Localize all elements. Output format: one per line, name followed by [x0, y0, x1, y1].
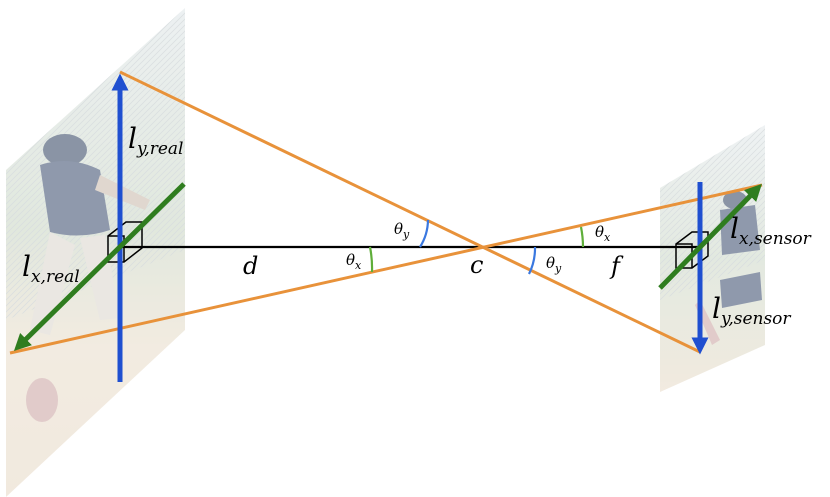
- lx-real-label: lx,real: [22, 250, 80, 287]
- theta-x-label-right: θx: [595, 223, 611, 244]
- theta-x-arc-right: [579, 226, 585, 248]
- theta-y-arc-left: [419, 219, 430, 248]
- theta-x-label-left: θx: [346, 251, 362, 272]
- c-label: c: [470, 251, 483, 279]
- batter-figure: [26, 134, 150, 422]
- ly-real-label: ly,real: [128, 122, 183, 159]
- sensor-image-plane: [660, 125, 765, 392]
- ray-top-left-to-bottom-right: [119, 70, 701, 354]
- theta-y-arc-right: [528, 246, 537, 275]
- right-angle-marker-sensor: [675, 231, 709, 269]
- theta-x-arc-left: [368, 246, 374, 273]
- lx-real-arrow: [13, 182, 186, 351]
- lx-sensor-arrow: [658, 183, 762, 290]
- d-label: d: [243, 252, 258, 280]
- lx-sensor-label: lx,sensor: [730, 212, 812, 249]
- theta-y-label-right: θy: [546, 254, 562, 275]
- ray-bottom-left-to-top-right: [9, 183, 763, 355]
- f-label: f: [609, 252, 624, 280]
- sensor-batter-figure: [695, 191, 762, 345]
- ly-sensor-label: ly,sensor: [712, 292, 791, 329]
- theta-y-label-left: θy: [394, 220, 410, 241]
- real-image-plane: [6, 8, 185, 497]
